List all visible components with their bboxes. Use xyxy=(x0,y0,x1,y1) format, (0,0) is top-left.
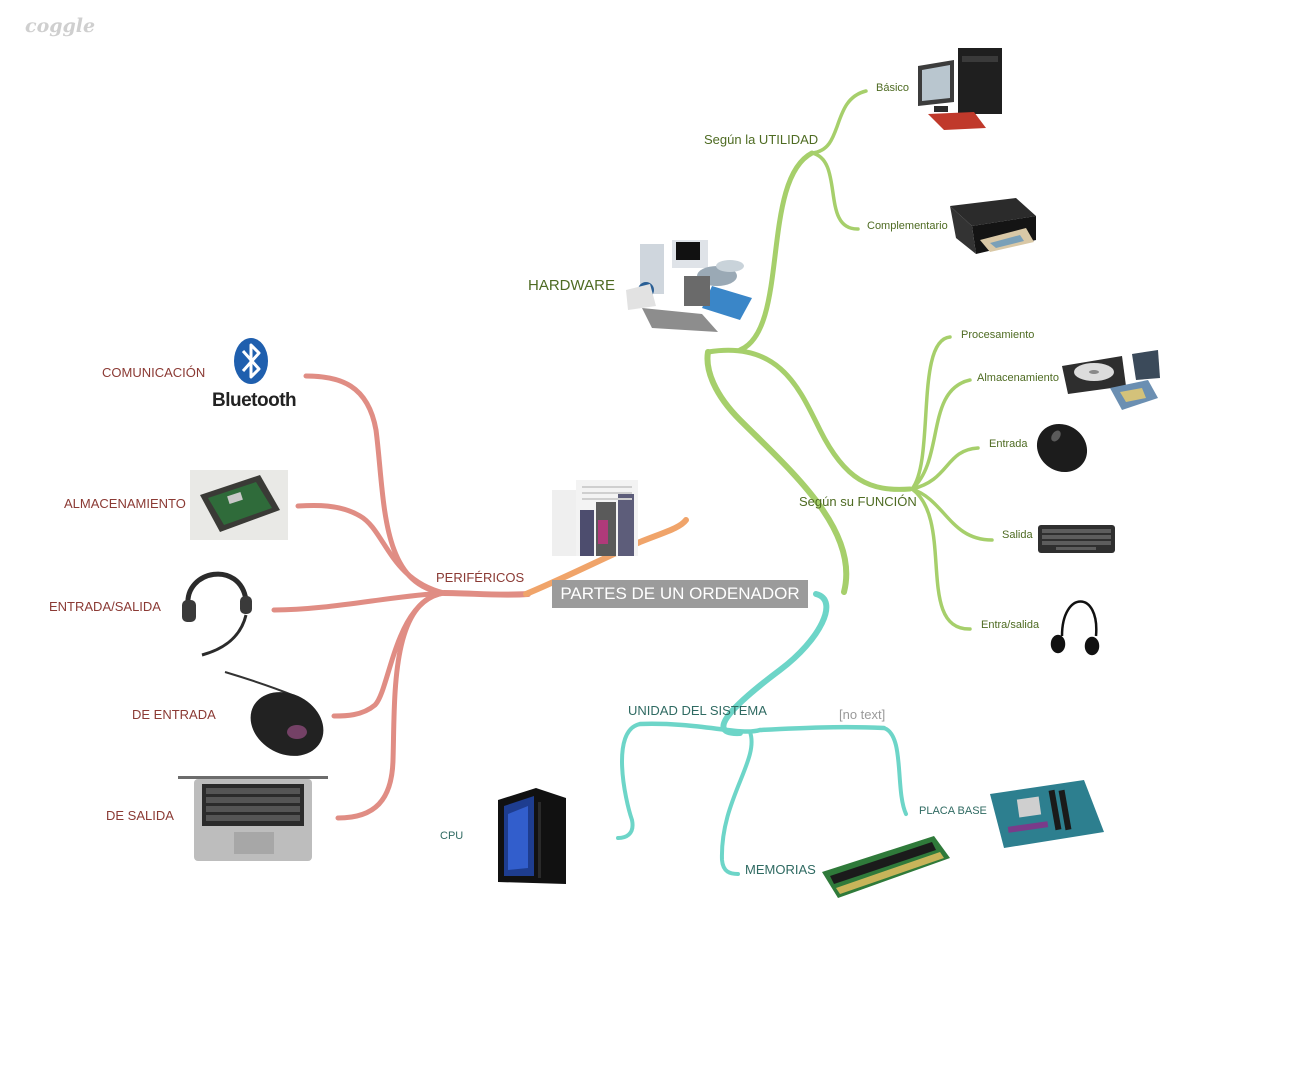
node-de-entrada[interactable]: DE ENTRADA xyxy=(132,707,216,722)
branch-de-salida xyxy=(335,590,447,821)
mouse-icon xyxy=(224,671,324,756)
branch-hardware-to-utilidad xyxy=(737,150,815,353)
node-comunicacion[interactable]: COMUNICACIÓN xyxy=(102,365,206,380)
node-unidad-sistema[interactable]: UNIDAD DEL SISTEMA xyxy=(628,703,767,718)
tower-case-icon xyxy=(498,788,566,884)
node-procesamiento[interactable]: Procesamiento xyxy=(961,329,1035,341)
hard-drive-icon xyxy=(190,470,288,540)
node-memorias[interactable]: MEMORIAS xyxy=(745,862,816,877)
branch-complementario xyxy=(810,151,860,231)
branch-entra-salida xyxy=(910,487,972,631)
branch-almacenamiento-per xyxy=(295,502,447,596)
branch-hardware-to-funcion xyxy=(705,347,913,492)
printer-icon xyxy=(950,198,1036,254)
branch-perifericos-main xyxy=(441,590,531,598)
branch-cpu xyxy=(616,722,642,840)
branch-procesamiento xyxy=(910,335,952,491)
node-funcion[interactable]: Según su FUNCIÓN xyxy=(799,494,917,509)
branch-hardware-main xyxy=(704,349,850,595)
keyboard-icon xyxy=(1038,525,1115,553)
node-placa-base[interactable]: PLACA BASE xyxy=(919,805,987,817)
branch-placa-base xyxy=(882,726,908,816)
bluetooth-icon xyxy=(234,338,268,384)
bluetooth-wordmark: Bluetooth xyxy=(212,390,297,411)
node-entrada[interactable]: Entrada xyxy=(989,438,1028,450)
node-complementario[interactable]: Complementario xyxy=(867,220,948,232)
laptop-icon xyxy=(178,776,328,861)
node-cpu[interactable]: CPU xyxy=(440,830,464,842)
branch-comunicacion xyxy=(303,373,447,596)
node-almacenamiento[interactable]: Almacenamiento xyxy=(977,372,1059,384)
node-perifericos[interactable]: PERIFÉRICOS xyxy=(436,570,525,585)
node-entrada-salida[interactable]: ENTRADA/SALIDA xyxy=(49,599,161,614)
branch-entrada xyxy=(910,446,980,491)
desktop-pc-icon xyxy=(918,48,1002,130)
node-hardware[interactable]: HARDWARE xyxy=(528,277,615,294)
earphones-icon xyxy=(1050,600,1100,656)
ram-icon xyxy=(822,836,950,898)
node-entra-salida[interactable]: Entra/salida xyxy=(981,619,1040,631)
branch-entrada-salida xyxy=(271,590,447,613)
node-utilidad[interactable]: Según la UTILIDAD xyxy=(704,132,819,147)
coggle-logo: coggle xyxy=(25,15,96,37)
branch-unidad-top xyxy=(637,721,887,734)
branch-de-entrada xyxy=(331,590,447,719)
hardware-collage-icon xyxy=(626,240,752,332)
node-de-salida[interactable]: DE SALIDA xyxy=(106,808,174,823)
drives-icon xyxy=(1062,350,1160,410)
headset-icon xyxy=(182,571,252,657)
node-salida[interactable]: Salida xyxy=(1002,529,1033,541)
motherboard-icon xyxy=(990,780,1104,848)
server-rack-icon xyxy=(552,480,638,556)
mouse-icon xyxy=(1036,423,1088,473)
branch-salida xyxy=(910,487,994,542)
branch-basico xyxy=(810,89,868,155)
node-basico[interactable]: Básico xyxy=(876,82,910,94)
branch-memorias xyxy=(719,730,754,876)
node-empty[interactable]: [no text] xyxy=(839,707,886,722)
branch-unidad-main xyxy=(720,591,830,737)
branch-almacenamiento xyxy=(910,378,972,491)
node-almacenamiento-per[interactable]: ALMACENAMIENTO xyxy=(64,496,186,511)
root-node[interactable]: PARTES DE UN ORDENADOR xyxy=(552,580,808,608)
